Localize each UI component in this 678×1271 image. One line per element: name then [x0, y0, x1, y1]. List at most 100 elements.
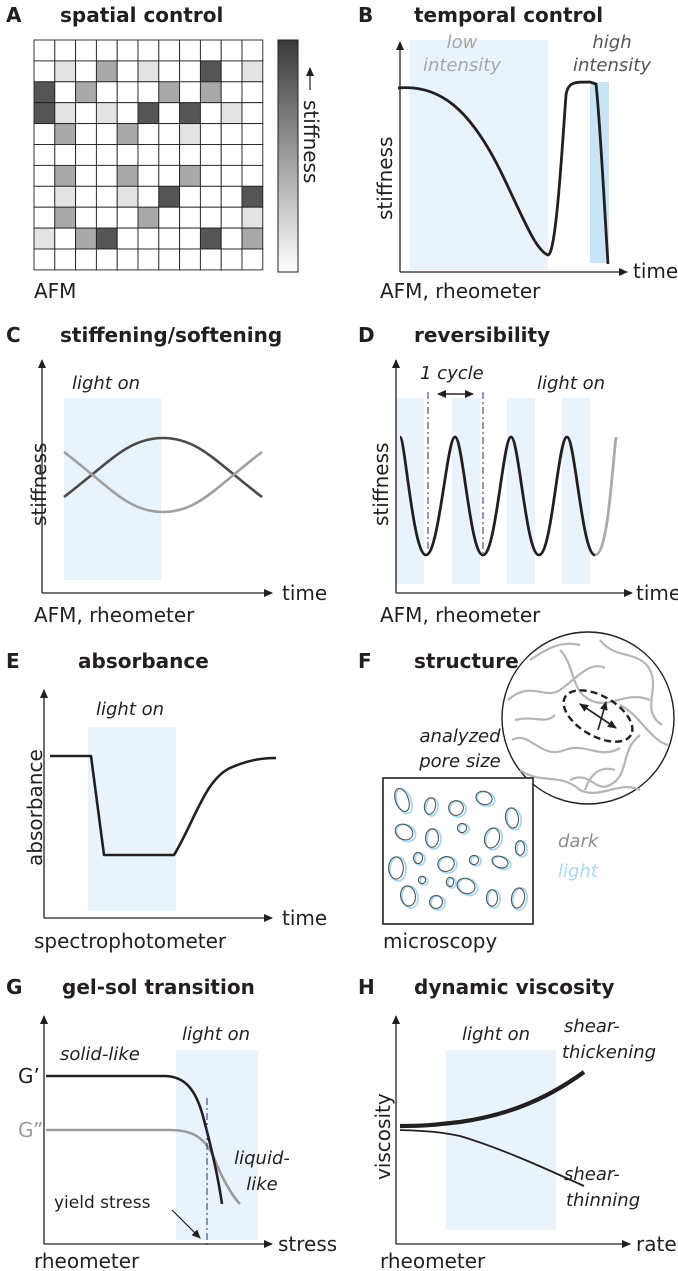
grid-cell — [220, 248, 243, 271]
pore-dark — [456, 822, 468, 834]
grid-cell — [241, 206, 264, 229]
grid-cell — [241, 123, 264, 145]
pore-dark — [514, 840, 526, 856]
grid-cell — [75, 81, 97, 104]
grid-cell — [75, 227, 97, 250]
grid-cell — [158, 39, 181, 62]
pore-light — [424, 797, 440, 817]
grid-cell — [199, 123, 222, 145]
panel-a-letter: A — [6, 3, 22, 27]
panel-e-xlabel: time — [282, 906, 327, 930]
grid-cell — [199, 102, 222, 125]
grid-cell — [199, 164, 222, 187]
pore-dark — [412, 851, 424, 865]
grid-cell — [199, 227, 222, 250]
panel-g-method: rheometer — [34, 1249, 140, 1271]
grid-cell — [199, 81, 222, 104]
grid-cell — [95, 60, 118, 83]
light-on-region — [64, 398, 161, 580]
grid-cell — [220, 206, 243, 229]
grid-cell — [33, 39, 56, 62]
grid-cell — [95, 102, 118, 125]
pore-dark — [425, 828, 439, 848]
panel-f-letter: F — [358, 649, 372, 673]
panel-h: H dynamic viscosity light on shear- thic… — [358, 975, 677, 1271]
panel-c-note: light on — [72, 373, 140, 394]
grid-cell — [199, 60, 222, 83]
grid-cell — [179, 227, 201, 250]
grid-cell — [95, 185, 118, 208]
grid-cell — [75, 185, 97, 208]
reversibility-curve-fade — [594, 436, 618, 557]
panel-d: D reversibility 1 cycle light on stiffne… — [358, 323, 678, 627]
grid-cell — [137, 123, 160, 145]
light-on-region — [446, 1050, 556, 1230]
panel-a-legend-label: stiffness — [299, 100, 323, 183]
solid-like-label: solid-like — [60, 1044, 140, 1065]
grid-cell — [54, 227, 77, 250]
panel-h-method: rheometer — [380, 1249, 486, 1271]
grid-cell — [179, 123, 201, 145]
high-label-2: intensity — [573, 55, 651, 76]
grid-cell — [220, 81, 243, 104]
grid-cell — [95, 39, 118, 62]
grid-cell — [33, 144, 56, 166]
grid-cell — [241, 164, 264, 187]
grid-cell — [33, 102, 56, 125]
pore-label-1: analyzed — [419, 726, 501, 747]
panel-h-title: dynamic viscosity — [414, 975, 614, 999]
grid-cell — [241, 185, 264, 208]
grid-cell — [116, 164, 139, 187]
polymer-network — [507, 639, 669, 794]
grid-cell — [199, 185, 222, 208]
stiffness-grid — [33, 39, 264, 271]
shear-thinning-curve — [399, 1129, 585, 1187]
grid-cell — [199, 39, 222, 62]
yield-stress-label: yield stress — [54, 1193, 151, 1213]
panel-g-note: light on — [182, 1024, 250, 1045]
panel-b: B temporal control low intensity high in… — [358, 3, 678, 303]
pore-dark — [394, 823, 414, 841]
grid-cell — [75, 206, 97, 229]
low-intensity-region — [410, 40, 548, 270]
panel-g: G gel-sol transition light on solid-like… — [6, 975, 337, 1271]
grid-cell — [137, 185, 160, 208]
panel-d-method: AFM, rheometer — [380, 603, 541, 627]
grid-cell — [220, 123, 243, 145]
grid-cell — [158, 164, 181, 187]
grid-cell — [116, 206, 139, 229]
grid-cell — [199, 144, 222, 166]
grid-cell — [220, 227, 243, 250]
grid-cell — [179, 60, 201, 83]
grid-cell — [158, 227, 181, 250]
grid-cell — [137, 102, 160, 125]
grid-cell — [75, 164, 97, 187]
grid-cell — [54, 60, 77, 83]
grid-cell — [116, 102, 139, 125]
pore-dark — [423, 797, 437, 815]
pore-dark — [504, 807, 520, 829]
pore-dark — [417, 875, 427, 885]
light-on-region — [176, 1050, 258, 1240]
grid-cell — [54, 206, 77, 229]
grid-cell — [54, 39, 77, 62]
grid-cell — [199, 248, 222, 271]
grid-cell — [33, 60, 56, 83]
pore-dark — [448, 800, 464, 816]
liquid-label-2: like — [246, 1174, 278, 1195]
panel-h-note: light on — [462, 1024, 530, 1045]
grid-cell — [95, 144, 118, 166]
panel-d-note: light on — [537, 373, 605, 394]
high-label-1: high — [592, 32, 631, 53]
pore-light — [395, 823, 417, 843]
grid-cell — [33, 185, 56, 208]
grid-cell — [179, 206, 201, 229]
grid-cell — [137, 39, 160, 62]
pore-light — [438, 856, 458, 874]
grid-cell — [54, 102, 77, 125]
panel-b-title: temporal control — [414, 3, 603, 27]
grid-cell — [179, 102, 201, 125]
grid-cell — [33, 123, 56, 145]
softening-curve — [63, 450, 263, 514]
grid-cell — [199, 206, 222, 229]
